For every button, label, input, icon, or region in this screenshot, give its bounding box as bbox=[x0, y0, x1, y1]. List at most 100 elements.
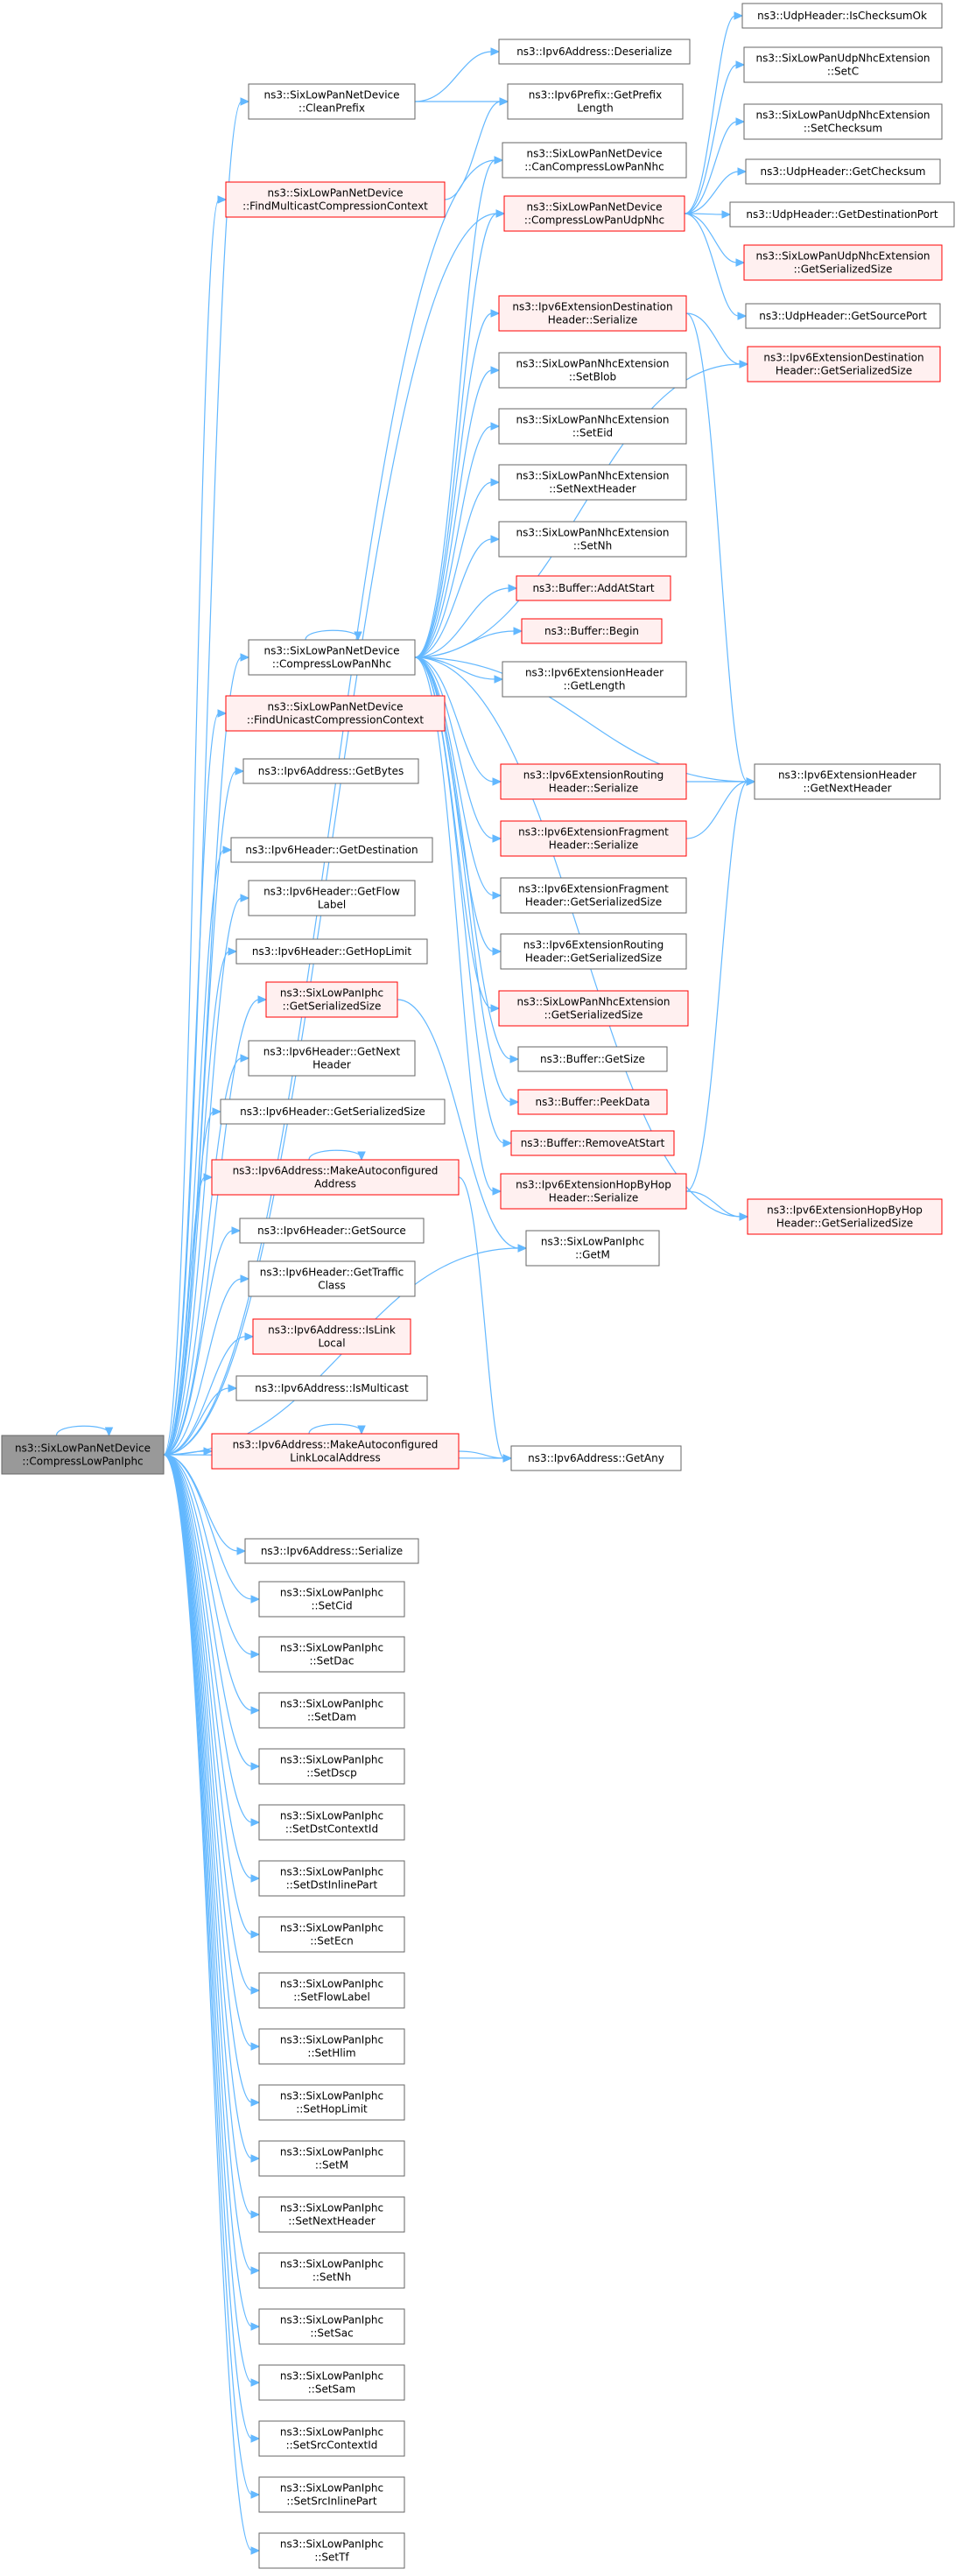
node-setflowlabel[interactable]: ns3::SixLowPanIphc::SetFlowLabel bbox=[258, 1972, 405, 2009]
node-getnextheader[interactable]: ns3::Ipv6Header::GetNextHeader bbox=[248, 1040, 416, 1077]
edge-line bbox=[414, 312, 493, 658]
node-root[interactable]: ns3::SixLowPanNetDevice::CompressLowPanI… bbox=[1, 1435, 165, 1475]
node-setsam[interactable]: ns3::SixLowPanIphc::SetSam bbox=[258, 2364, 405, 2401]
node-seteid[interactable]: ns3::SixLowPanNhcExtension::SetEid bbox=[498, 408, 687, 445]
node-addrserialize[interactable]: ns3::Ipv6Address::Serialize bbox=[244, 1538, 419, 1564]
node-label-line: ns3::SixLowPanIphc bbox=[280, 2146, 383, 2158]
node-label-line: ::SetSrcInlinePart bbox=[286, 2495, 376, 2508]
node-label-line: ns3::SixLowPanIphc bbox=[280, 1698, 383, 1710]
node-udpnhcsetc[interactable]: ns3::SixLowPanUdpNhcExtension::SetC bbox=[743, 46, 943, 83]
node-iphcgetm[interactable]: ns3::SixLowPanIphc::GetM bbox=[525, 1230, 660, 1267]
node-setsac[interactable]: ns3::SixLowPanIphc::SetSac bbox=[258, 2308, 405, 2345]
node-udpischecksumok[interactable]: ns3::UdpHeader::IsChecksumOk bbox=[741, 3, 943, 29]
node-extroutingser[interactable]: ns3::Ipv6ExtensionRoutingHeader::Seriali… bbox=[500, 763, 687, 800]
node-settf[interactable]: ns3::SixLowPanIphc::SetTf bbox=[258, 2532, 405, 2569]
node-nhcsetnh[interactable]: ns3::SixLowPanNhcExtension::SetNh bbox=[498, 521, 687, 558]
node-nhcsetnextheader[interactable]: ns3::SixLowPanNhcExtension::SetNextHeade… bbox=[498, 464, 687, 501]
node-label-line: Header::GetSerializedSize bbox=[525, 952, 662, 965]
edge-arrowhead bbox=[240, 894, 250, 902]
edge-arrowhead bbox=[250, 1874, 261, 1883]
edge-arrowhead bbox=[250, 2490, 261, 2499]
node-makeautoconfll[interactable]: ns3::Ipv6Address::MakeAutoconfiguredLink… bbox=[211, 1433, 460, 1470]
node-peekdata[interactable]: ns3::Buffer::PeekData bbox=[517, 1089, 668, 1115]
node-setnh[interactable]: ns3::SixLowPanIphc::SetNh bbox=[258, 2252, 405, 2289]
node-box bbox=[498, 408, 687, 445]
node-exthbhgetser[interactable]: ns3::Ipv6ExtensionHopByHopHeader::GetSer… bbox=[747, 1198, 943, 1235]
node-setcid[interactable]: ns3::SixLowPanIphc::SetCid bbox=[258, 1581, 405, 1618]
node-findunicast[interactable]: ns3::SixLowPanNetDevice::FindUnicastComp… bbox=[225, 695, 446, 732]
node-setdscp[interactable]: ns3::SixLowPanIphc::SetDscp bbox=[258, 1748, 405, 1785]
node-label-line: Header::GetSerializedSize bbox=[525, 896, 662, 909]
edge-line bbox=[163, 1454, 253, 2439]
edge-root-to-findunicast bbox=[163, 709, 228, 1456]
node-sethoplimit[interactable]: ns3::SixLowPanIphc::SetHopLimit bbox=[258, 2084, 405, 2121]
node-removeatstart[interactable]: ns3::Buffer::RemoveAtStart bbox=[510, 1130, 675, 1156]
node-udpgetdstport[interactable]: ns3::UdpHeader::GetDestinationPort bbox=[729, 201, 955, 228]
node-box bbox=[244, 1538, 419, 1564]
node-makeautoconf[interactable]: ns3::Ipv6Address::MakeAutoconfiguredAddr… bbox=[211, 1159, 460, 1196]
node-ipv6hdrgetser[interactable]: ns3::Ipv6Header::GetSerializedSize bbox=[220, 1098, 446, 1125]
node-setblob[interactable]: ns3::SixLowPanNhcExtension::SetBlob bbox=[498, 352, 687, 389]
node-setdac[interactable]: ns3::SixLowPanIphc::SetDac bbox=[258, 1636, 405, 1673]
edge-line bbox=[163, 712, 220, 1456]
node-exthbhser[interactable]: ns3::Ipv6ExtensionHopByHopHeader::Serial… bbox=[500, 1173, 687, 1210]
edge-line bbox=[163, 1454, 253, 1711]
node-setecn[interactable]: ns3::SixLowPanIphc::SetEcn bbox=[258, 1916, 405, 1953]
node-gethoplimit[interactable]: ns3::Ipv6Header::GetHopLimit bbox=[235, 938, 428, 965]
node-box bbox=[500, 763, 687, 800]
edge-arrowhead bbox=[492, 891, 502, 900]
node-nhcextgetser[interactable]: ns3::SixLowPanNhcExtension::GetSerialize… bbox=[498, 990, 689, 1027]
node-udpgetsrcport[interactable]: ns3::UdpHeader::GetSourcePort bbox=[745, 303, 941, 329]
node-setsrccontextid[interactable]: ns3::SixLowPanIphc::SetSrcContextId bbox=[258, 2420, 405, 2457]
node-ismulticast[interactable]: ns3::Ipv6Address::IsMulticast bbox=[235, 1375, 428, 1401]
node-findmulticast[interactable]: ns3::SixLowPanNetDevice::FindMulticastCo… bbox=[225, 181, 446, 218]
node-deserialize[interactable]: ns3::Ipv6Address::Deserialize bbox=[498, 39, 691, 65]
edge-root-to-setcid bbox=[163, 1454, 261, 1604]
node-getbytes[interactable]: ns3::Ipv6Address::GetBytes bbox=[242, 758, 419, 784]
edge-line bbox=[414, 159, 496, 658]
node-iphcgetser[interactable]: ns3::SixLowPanIphc::GetSerializedSize bbox=[265, 981, 398, 1018]
node-setsrcinlinepart[interactable]: ns3::SixLowPanIphc::SetSrcInlinePart bbox=[258, 2476, 405, 2513]
node-getdestination[interactable]: ns3::Ipv6Header::GetDestination bbox=[230, 837, 433, 863]
edge-arrowhead bbox=[240, 1054, 250, 1063]
node-getany[interactable]: ns3::Ipv6Address::GetAny bbox=[510, 1445, 682, 1471]
edge-arrowhead bbox=[257, 995, 268, 1004]
node-addatstart[interactable]: ns3::Buffer::AddAtStart bbox=[516, 575, 671, 601]
node-compressnhc[interactable]: ns3::SixLowPanNetDevice::CompressLowPanN… bbox=[248, 639, 416, 676]
node-label-line: ::SetNh bbox=[312, 2271, 351, 2284]
node-udpnhcsetchecksum[interactable]: ns3::SixLowPanUdpNhcExtension::SetChecks… bbox=[743, 103, 943, 140]
edge-arrowhead bbox=[737, 167, 748, 176]
edge-line bbox=[163, 1454, 253, 1767]
node-extdestser[interactable]: ns3::Ipv6ExtensionDestinationHeader::Ser… bbox=[498, 295, 687, 332]
edge-line bbox=[163, 1454, 253, 1991]
node-cleanprefix[interactable]: ns3::SixLowPanNetDevice::CleanPrefix bbox=[248, 83, 416, 120]
node-compressudpnhc[interactable]: ns3::SixLowPanNetDevice::CompressLowPanU… bbox=[503, 195, 685, 232]
edge-root-to-setsrccontextid bbox=[163, 1454, 261, 2443]
node-setdstcontextid[interactable]: ns3::SixLowPanIphc::SetDstContextId bbox=[258, 1804, 405, 1841]
node-setdstinlinepart[interactable]: ns3::SixLowPanIphc::SetDstInlinePart bbox=[258, 1860, 405, 1897]
node-getsource[interactable]: ns3::Ipv6Header::GetSource bbox=[239, 1218, 425, 1244]
node-setdam[interactable]: ns3::SixLowPanIphc::SetDam bbox=[258, 1692, 405, 1729]
node-extdestgetser[interactable]: ns3::Ipv6ExtensionDestinationHeader::Get… bbox=[747, 346, 941, 383]
node-box bbox=[248, 1260, 416, 1297]
node-bufgetsize[interactable]: ns3::Buffer::GetSize bbox=[517, 1046, 668, 1072]
node-extfraggetser[interactable]: ns3::Ipv6ExtensionFragmentHeader::GetSer… bbox=[500, 877, 687, 914]
node-cancompressnhc[interactable]: ns3::SixLowPanNetDevice::CanCompressLowP… bbox=[502, 142, 687, 179]
node-label-line: Header bbox=[312, 1059, 351, 1071]
node-udpnhcgetser[interactable]: ns3::SixLowPanUdpNhcExtension::GetSerial… bbox=[743, 244, 943, 281]
node-extroutinggetser[interactable]: ns3::Ipv6ExtensionRoutingHeader::GetSeri… bbox=[500, 933, 687, 970]
edge-line bbox=[163, 1454, 253, 1879]
node-setm[interactable]: ns3::SixLowPanIphc::SetM bbox=[258, 2140, 405, 2177]
node-udpgetchecksum[interactable]: ns3::UdpHeader::GetChecksum bbox=[745, 158, 941, 185]
node-sethlim[interactable]: ns3::SixLowPanIphc::SetHlim bbox=[258, 2028, 405, 2065]
node-setnextheader[interactable]: ns3::SixLowPanIphc::SetNextHeader bbox=[258, 2196, 405, 2233]
node-begin[interactable]: ns3::Buffer::Begin bbox=[521, 618, 663, 644]
node-extgetnextheader[interactable]: ns3::Ipv6ExtensionHeader::GetNextHeader bbox=[754, 763, 941, 800]
node-extgetlength[interactable]: ns3::Ipv6ExtensionHeader::GetLength bbox=[502, 661, 687, 698]
node-extfragser[interactable]: ns3::Ipv6ExtensionFragmentHeader::Serial… bbox=[500, 820, 687, 857]
edge-arrowhead bbox=[734, 11, 744, 20]
